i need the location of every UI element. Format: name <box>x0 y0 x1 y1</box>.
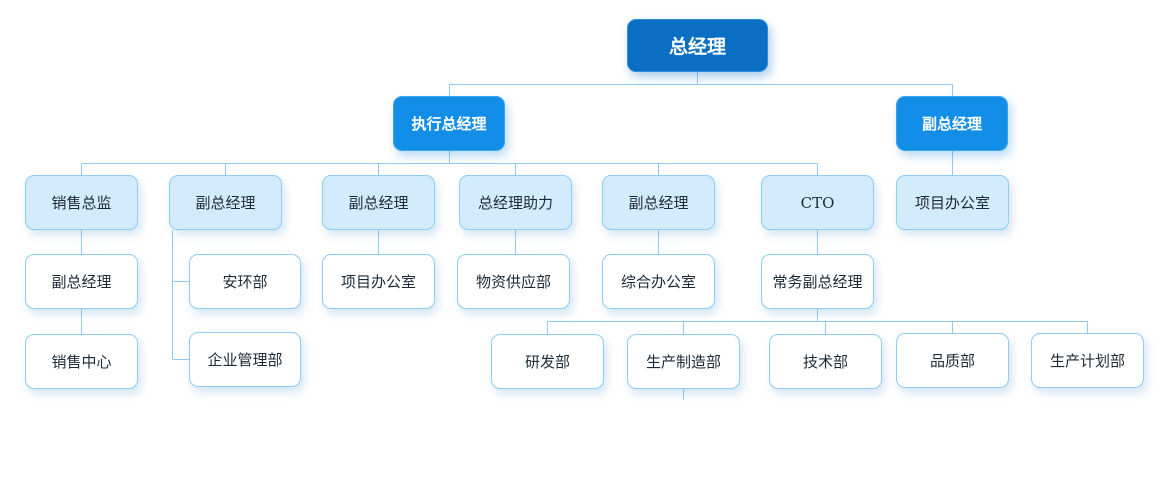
node-cto[interactable]: CTO <box>761 175 874 230</box>
node-sales-center[interactable]: 销售中心 <box>25 334 138 389</box>
node-quality-dept[interactable]: 品质部 <box>896 333 1009 388</box>
connector-executive-deputy <box>547 309 1088 334</box>
node-executive-deputy-gm[interactable]: 常务副总经理 <box>761 254 874 309</box>
node-sales-director[interactable]: 销售总监 <box>25 175 138 230</box>
node-manufacturing-dept[interactable]: 生产制造部 <box>627 334 740 389</box>
node-env-safety-dept[interactable]: 安环部 <box>189 254 301 309</box>
node-project-office-right[interactable]: 项目办公室 <box>896 175 1009 230</box>
node-sales-deputy-gm[interactable]: 副总经理 <box>25 254 138 309</box>
connector-deputy-gm-a <box>172 230 189 360</box>
node-exec-gm[interactable]: 执行总经理 <box>393 96 505 151</box>
connector-exec-gm <box>81 151 818 175</box>
node-deputy-gm-a[interactable]: 副总经理 <box>169 175 282 230</box>
node-deputy-gm-c[interactable]: 副总经理 <box>602 175 715 230</box>
node-general-office[interactable]: 综合办公室 <box>602 254 715 309</box>
node-deputy-gm-b[interactable]: 副总经理 <box>322 175 435 230</box>
node-tech-dept[interactable]: 技术部 <box>769 334 882 389</box>
node-enterprise-mgmt-dept[interactable]: 企业管理部 <box>189 332 301 387</box>
node-rnd-dept[interactable]: 研发部 <box>491 334 604 389</box>
node-production-planning-dept[interactable]: 生产计划部 <box>1031 333 1144 388</box>
node-project-office-mid[interactable]: 项目办公室 <box>322 254 435 309</box>
node-materials-supply-dept[interactable]: 物资供应部 <box>457 254 570 309</box>
connector-ceo <box>449 72 953 96</box>
node-gm-assistant[interactable]: 总经理助力 <box>459 175 572 230</box>
node-ceo[interactable]: 总经理 <box>627 19 768 72</box>
node-deputy-gm-right[interactable]: 副总经理 <box>896 96 1008 151</box>
